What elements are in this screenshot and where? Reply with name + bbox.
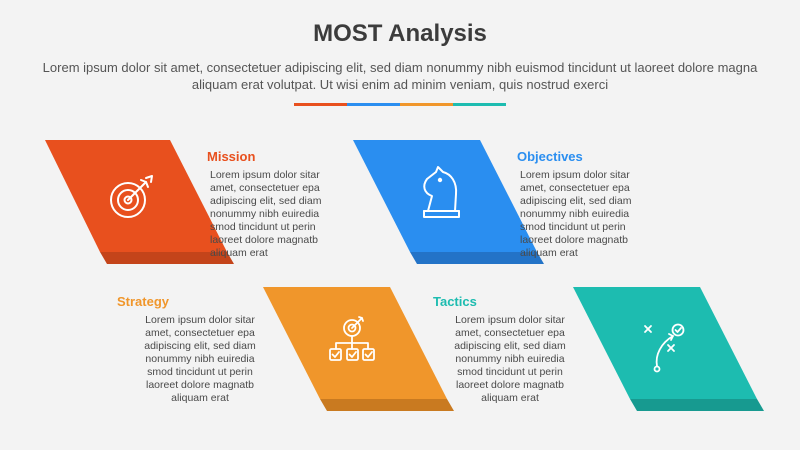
objectives-body-line: aliquam erat [520,247,578,259]
strategy-heading: Strategy [117,294,170,309]
divider-segment-orange [400,103,453,106]
objectives-body: Lorem ipsum dolor sitar amet, consectetu… [520,169,631,260]
objectives-block-shadow [410,252,544,264]
objectives-body-line: Lorem ipsum dolor sitar [520,169,630,181]
divider-segment-teal [453,103,506,106]
strategy-body: Lorem ipsum dolor sitar amet, consectetu… [115,314,285,405]
mission-block-shadow [100,252,234,264]
objectives-block-face [353,140,537,252]
tactics-body-line: Lorem ipsum dolor sitar [455,314,565,326]
strategy-body-line: laoreet dolore magnatb [146,379,254,391]
mission-body: Lorem ipsum dolor sitar amet, consectetu… [210,169,321,260]
objectives-body-line: amet, consectetuer epa [520,182,630,194]
tactics-block [573,287,764,411]
mission-body-line: aliquam erat [210,247,268,259]
mission-block-face [45,140,227,252]
page-title: MOST Analysis [313,20,487,47]
tactics-body-line: laoreet dolore magnatb [456,379,564,391]
divider-segment-red [294,103,347,106]
objectives-body-line: smod tincidunt ut perin [520,221,626,233]
strategy-body-line: Lorem ipsum dolor sitar [145,314,255,326]
objectives-body-line: adipiscing elit, sed diam [520,195,632,207]
mission-body-line: amet, consectetuer epa [210,182,320,194]
chess-knight-icon [423,166,460,218]
strategy-block-shadow [320,399,454,411]
strategy-body-line: nonummy nibh euiredia [145,353,255,365]
objectives-heading: Objectives [517,149,583,164]
tactics-body: Lorem ipsum dolor sitar amet, consectetu… [425,314,595,405]
strategy-body-line: amet, consectetuer epa [145,327,255,339]
mission-block [45,140,234,264]
title-divider [294,103,506,106]
mission-body-line: smod tincidunt ut perin [210,221,316,233]
tactics-block-shadow [630,399,764,411]
mission-body-line: laoreet dolore magnatb [210,234,318,246]
tactics-body-line: smod tincidunt ut perin [457,366,563,378]
strategy-body-line: smod tincidunt ut perin [147,366,253,378]
tactics-heading: Tactics [433,294,477,309]
mission-body-line: adipiscing elit, sed diam [210,195,322,207]
strategy-body-line: aliquam erat [171,392,229,404]
mission-body-line: Lorem ipsum dolor sitar [210,169,320,181]
tactics-body-line: adipiscing elit, sed diam [454,340,566,352]
divider-segment-blue [347,103,400,106]
target-icon [110,175,153,218]
page-subtitle: Lorem ipsum dolor sit amet, consectetuer… [42,60,758,92]
strategy-block [263,287,454,411]
objectives-body-line: laoreet dolore magnatb [520,234,628,246]
objectives-block [353,140,544,264]
tactics-body-line: aliquam erat [481,392,539,404]
mission-body-line: nonummy nibh euiredia [210,208,320,220]
game-plan-icon [644,323,685,373]
strategy-body-line: adipiscing elit, sed diam [144,340,256,352]
target-hierarchy-icon [329,316,375,361]
objectives-body-line: nonummy nibh euiredia [520,208,630,220]
mission-heading: Mission [207,149,256,164]
tactics-body-line: amet, consectetuer epa [455,327,565,339]
tactics-body-line: nonummy nibh euiredia [455,353,565,365]
